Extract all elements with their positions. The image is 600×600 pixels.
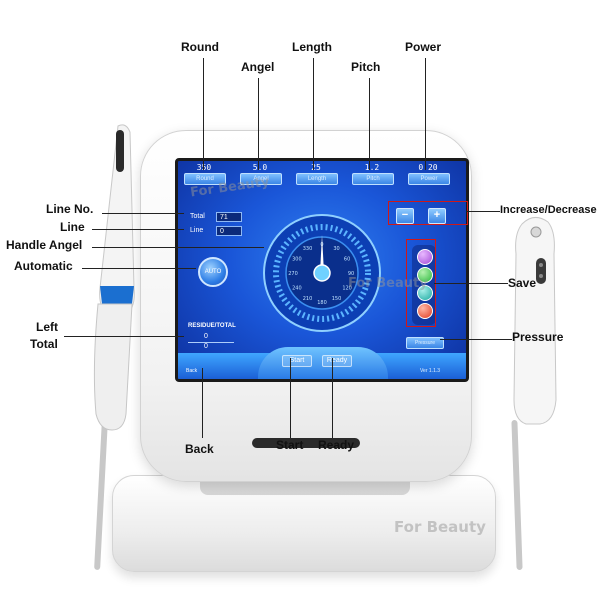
left-handpiece (93, 124, 135, 431)
start-button[interactable]: Start (282, 355, 312, 367)
callout-total: Total (30, 337, 58, 351)
leader-round (203, 58, 204, 170)
watermark-middle: For Beauty (348, 276, 428, 291)
dial-tick-label: 30 (333, 246, 339, 252)
length-value: 25 (311, 163, 321, 172)
callout-increase-decrease: Increase/Decrease (500, 204, 597, 216)
callout-line-no: Line No. (46, 202, 94, 216)
dial-tick-label: 240 (292, 286, 302, 292)
bottom-bar-center (258, 347, 388, 379)
dial-tick-label: 60 (344, 257, 350, 263)
watermark-bottom: For Beauty (394, 518, 486, 536)
leader-power (425, 58, 426, 170)
leader-line-no (102, 213, 184, 214)
dial-tick-label: 330 (303, 246, 313, 252)
callout-power: Power (405, 40, 442, 54)
total-field: 71 (216, 212, 242, 222)
dial-tick-label: 210 (303, 296, 313, 302)
pitch-button[interactable]: Pitch (352, 173, 394, 185)
leader-ready (332, 358, 333, 438)
dial-tick-label: 300 (292, 257, 302, 263)
dial-tick-label: 150 (332, 296, 342, 302)
left-cable (94, 419, 108, 571)
line-label: Line (190, 227, 204, 234)
handle-angle-dial: 3300306090120150180210240270300 (263, 214, 381, 332)
power-value: 0.20 (418, 163, 438, 172)
save-slot-teal[interactable] (417, 285, 433, 301)
callout-round: Round (181, 40, 219, 54)
dial-tick-label: 120 (342, 286, 352, 292)
total-label: Total (190, 213, 205, 220)
leader-left-total (64, 336, 184, 337)
pitch-value: 1.2 (364, 163, 380, 172)
save-slot-green[interactable] (417, 267, 433, 283)
angel-button[interactable]: Angel (240, 173, 282, 185)
highlight-increase-decrease (388, 201, 468, 225)
leader-angel (258, 78, 259, 170)
callout-save: Save (508, 276, 537, 290)
power-button[interactable]: Power (408, 173, 450, 185)
residue-total-title: RESIDUE/TOTAL (188, 323, 236, 329)
pressure-button[interactable]: Pressure (406, 337, 444, 349)
right-handpiece (513, 217, 557, 425)
callout-ready: Ready (318, 438, 355, 452)
dial-needle (320, 235, 324, 273)
round-button[interactable]: Round (184, 173, 226, 185)
residue-divider (188, 342, 234, 343)
callout-left: Left (36, 320, 58, 334)
leader-pressure (440, 339, 512, 340)
leader-line (92, 229, 184, 230)
save-slot-red[interactable] (417, 303, 433, 319)
callout-automatic: Automatic (14, 259, 73, 273)
leader-pitch (369, 78, 370, 170)
front-slot (252, 438, 360, 448)
line-field: 0 (216, 226, 242, 236)
save-slot-purple[interactable] (417, 249, 433, 265)
leader-save (434, 283, 508, 284)
increase-button[interactable]: + (428, 208, 446, 224)
callout-length: Length (292, 40, 332, 54)
total-left-value: 0 (204, 343, 208, 350)
dial-tick-label: 90 (348, 271, 354, 277)
dial-tick-label: 180 (317, 300, 327, 306)
round-value: 350 (182, 163, 226, 172)
leader-handle-angel (92, 247, 264, 248)
dial-tick-label: 270 (288, 271, 298, 277)
length-button[interactable]: Length (296, 173, 338, 185)
angel-value: 5.0 (252, 163, 268, 172)
auto-button[interactable]: AUTO (198, 257, 228, 287)
callout-angel: Angel (241, 60, 275, 74)
leader-automatic (82, 268, 196, 269)
callout-back: Back (185, 442, 214, 456)
back-button[interactable]: Back (186, 368, 198, 374)
right-cable (511, 419, 523, 571)
version-text: Ver 1.1.3 (420, 368, 441, 374)
leader-increase-decrease (466, 211, 500, 212)
callout-start: Start (276, 438, 304, 452)
leader-back (202, 368, 203, 438)
save-panel (412, 245, 436, 325)
decrease-button[interactable]: − (396, 208, 414, 224)
callout-line: Line (60, 220, 85, 234)
callout-pitch: Pitch (351, 60, 381, 74)
residue-value: 0 (204, 333, 208, 340)
leader-length (313, 58, 314, 170)
leader-start (290, 358, 291, 438)
callout-handle-angel: Handle Angel (6, 238, 83, 252)
touch-screen: 350 Round 5.0 Angel 25 Length 1.2 Pitch … (175, 158, 469, 382)
callout-pressure: Pressure (512, 330, 564, 344)
ready-button[interactable]: Ready (322, 355, 352, 367)
